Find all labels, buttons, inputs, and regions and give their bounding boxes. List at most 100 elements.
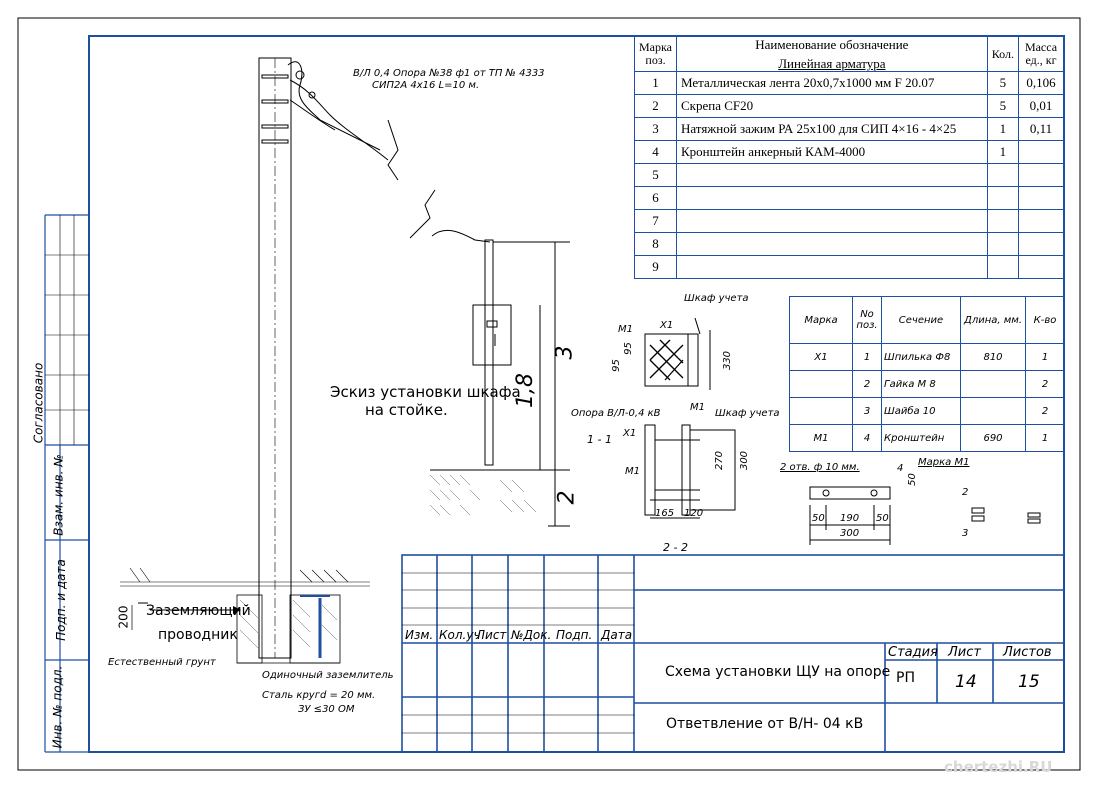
support-label: Опора В/Л-0,4 кВ (571, 408, 661, 419)
earth-label-1: Одиночный заземлитель (262, 670, 394, 681)
sheet-label: Лист (948, 645, 981, 660)
dim-330: 330 (722, 350, 734, 371)
parts-cell-section: Кронштейн (881, 424, 961, 452)
dim-200: 200 (116, 605, 131, 629)
sign-date-label: Подп. и дата (53, 559, 68, 641)
parts-cell-section: Шайба 10 (881, 397, 961, 425)
pos-2-label: 2 (962, 487, 969, 498)
stage-value: РП (896, 670, 915, 686)
sketch-title-2: на стойке. (365, 401, 448, 419)
spec-cell-mass (1018, 209, 1064, 233)
cabinet-label-2: Шкаф учета (715, 408, 780, 419)
spec-row: 6 (634, 186, 1064, 210)
tb-col-list: Лист (476, 628, 507, 642)
dim-b50b: 50 (876, 513, 889, 524)
section-2-2: 2 - 2 (663, 541, 688, 554)
dim-3: 3 (552, 345, 578, 360)
parts-header-section: Сечение (881, 296, 961, 344)
earth-label-2: Сталь кругd = 20 мм. (262, 690, 376, 701)
parts-cell-qty: 1 (1025, 424, 1065, 452)
ground-wire-label-2: проводник (158, 627, 238, 643)
spec-cell-mass: 0,11 (1018, 117, 1064, 141)
spec-cell-pos: 3 (634, 117, 677, 141)
parts-cell-mark (789, 370, 853, 398)
section-1-1: 1 - 1 (587, 433, 612, 446)
stage-label: Стадия (888, 645, 938, 660)
spec-row: 9 (634, 255, 1064, 279)
spec-cell-mass: 0,106 (1018, 71, 1064, 95)
ground-wire-label-1: Заземляющий (146, 603, 251, 619)
parts-cell-qty: 2 (1025, 397, 1065, 425)
parts-cell-no: 1 (852, 343, 882, 371)
agreed-label: Согласовано (31, 362, 46, 444)
spec-cell-pos: 2 (634, 94, 677, 118)
x1-label-a: Х1 (660, 320, 674, 331)
parts-cell-qty: 2 (1025, 370, 1065, 398)
spec-cell-qty (986, 232, 1020, 256)
parts-cell-mark (789, 397, 853, 425)
spec-cell-mass (1018, 140, 1064, 164)
parts-cell-no: 3 (852, 397, 882, 425)
spec-cell-qty (986, 186, 1020, 210)
parts-header-no: No поз. (852, 296, 882, 344)
spec-cell-qty: 1 (986, 117, 1020, 141)
spec-cell-pos: 6 (634, 186, 677, 210)
dim-300: 300 (739, 450, 751, 471)
dim-b190: 190 (840, 513, 860, 524)
spec-header-group: Линейная арматура (778, 56, 886, 71)
dim-165: 165 (655, 508, 675, 519)
spec-cell-pos: 7 (634, 209, 677, 233)
dim-1-8: 1,8 (513, 373, 538, 408)
parts-table: Марка No поз. Сечение Длина, мм. К-во Х1… (789, 296, 1065, 452)
parts-cell-mark: Х1 (789, 343, 853, 371)
spec-cell-name (675, 163, 988, 187)
tb-col-doc: №Док. (511, 628, 552, 642)
line-note-1: В/Л 0,4 Опора №38 ф1 от ТП № 4333 (353, 68, 545, 79)
dim-270: 270 (714, 450, 726, 471)
holes-label: 2 отв. ф 10 мм. (780, 462, 860, 473)
spec-header-mark: Марка поз. (634, 36, 677, 72)
replace-inv-label: Взам. инв. № (51, 454, 66, 536)
earth-label-3: ЗУ ≤30 ОМ (298, 704, 355, 715)
parts-header-qty: К-во (1025, 296, 1065, 344)
spec-row: 7 (634, 209, 1064, 233)
parts-cell-section: Гайка М 8 (881, 370, 961, 398)
dim-50-top: 50 (906, 473, 918, 486)
sheets-label: Листов (1003, 645, 1052, 660)
dim-b300: 300 (840, 528, 860, 539)
spec-cell-mass (1018, 186, 1064, 210)
parts-cell-no: 2 (852, 370, 882, 398)
spec-cell-qty (986, 209, 1020, 233)
dim-2: 2 (554, 490, 580, 505)
sheet-value: 14 (955, 672, 977, 692)
parts-cell-section: Шпилька Ф8 (881, 343, 961, 371)
spec-row: 5 (634, 163, 1064, 187)
line-note-2: СИП2А 4х16 L=10 м. (372, 80, 480, 91)
spec-cell-mass (1018, 232, 1064, 256)
parts-cell-no: 4 (852, 424, 882, 452)
parts-cell-qty: 1 (1025, 343, 1065, 371)
spec-cell-name: Металлическая лента 20х0,7х1000 мм F 20.… (675, 71, 988, 95)
spec-cell-name: Скрепа CF20 (675, 94, 988, 118)
parts-header-length: Длина, мм. (960, 296, 1026, 344)
spec-cell-qty: 5 (986, 94, 1020, 118)
spec-cell-name (675, 232, 988, 256)
tb-col-sign: Подп. (556, 628, 593, 642)
drawing-subtitle: Ответвление от В/Н- 04 кВ (666, 716, 864, 732)
spec-table: Марка поз. Наименование обозначение Лине… (634, 36, 1064, 279)
m1-label-b: М1 (690, 402, 705, 413)
parts-cell-length (960, 370, 1026, 398)
spec-cell-pos: 5 (634, 163, 677, 187)
spec-cell-pos: 4 (634, 140, 677, 164)
tb-col-date: Дата (601, 628, 633, 642)
m1-label-a: М1 (618, 324, 633, 335)
parts-header-mark: Марка (789, 296, 853, 344)
dim-120: 120 (684, 508, 704, 519)
spec-cell-mass (1018, 255, 1064, 279)
